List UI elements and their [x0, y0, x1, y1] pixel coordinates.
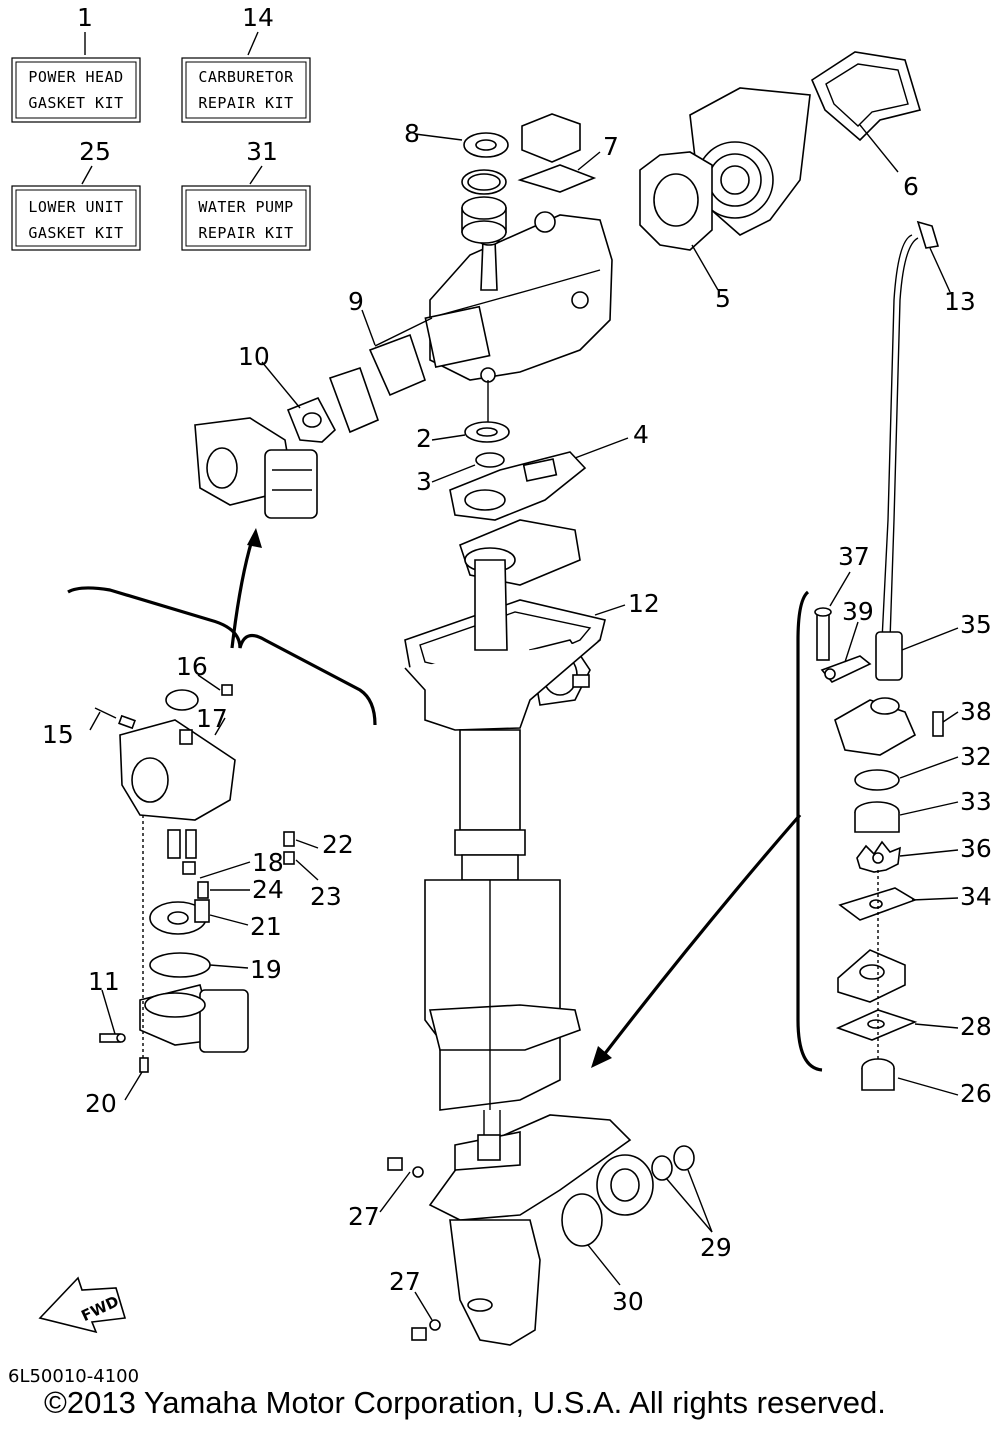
callout-11: 11: [88, 967, 120, 996]
kit-number: 1: [77, 3, 93, 32]
callout-32: 32: [960, 742, 992, 771]
kit-number: 14: [242, 3, 274, 32]
callout-13: 13: [944, 287, 976, 316]
copyright-notice: ©2013 Yamaha Motor Corporation, U.S.A. A…: [44, 1385, 886, 1420]
water-pump-group-bracket: [796, 590, 823, 1072]
callout-7: 7: [603, 132, 619, 161]
kit-label-line1: LOWER UNIT: [28, 198, 123, 216]
water-pump-detail: [814, 220, 944, 1091]
kit-label-line2: REPAIR KIT: [198, 224, 293, 242]
kit-number: 31: [246, 137, 278, 166]
callout-8: 8: [404, 119, 420, 148]
callout-27-lower: 27: [389, 1267, 421, 1296]
callout-6: 6: [903, 172, 919, 201]
callout-16: 16: [176, 652, 208, 681]
callout-24: 24: [252, 875, 284, 904]
carburetor-group-bracket: [67, 586, 377, 726]
kit-box-carburetor: 14 CARBURETOR REPAIR KIT: [181, 3, 311, 123]
kit-label-line1: WATER PUMP: [198, 198, 293, 216]
leader-lines: [89, 124, 959, 1321]
kit-number: 25: [79, 137, 111, 166]
callout-36: 36: [960, 834, 992, 863]
callout-5: 5: [715, 284, 731, 313]
callout-3: 3: [416, 467, 432, 496]
kit-box-water-pump: 31 WATER PUMP REPAIR KIT: [181, 137, 311, 251]
callout-9: 9: [348, 287, 364, 316]
callout-2: 2: [416, 424, 432, 453]
fwd-arrow-icon: FWD: [38, 1276, 127, 1334]
carburetor-group-arrow: [230, 539, 254, 649]
callout-20: 20: [85, 1089, 117, 1118]
callout-19: 19: [250, 955, 282, 984]
callout-10: 10: [238, 342, 270, 371]
callout-30: 30: [612, 1287, 644, 1316]
callout-21: 21: [250, 912, 282, 941]
kit-label-line2: GASKET KIT: [28, 224, 123, 242]
callout-37: 37: [838, 542, 870, 571]
callout-34: 34: [960, 882, 992, 911]
callout-22: 22: [322, 830, 354, 859]
kit-label-line2: GASKET KIT: [28, 94, 123, 112]
kit-box-power-head: 1 POWER HEAD GASKET KIT: [11, 3, 141, 123]
callout-35: 35: [960, 610, 992, 639]
callout-28: 28: [960, 1012, 992, 1041]
kit-box-lower-unit: 25 LOWER UNIT GASKET KIT: [11, 137, 141, 251]
callout-15: 15: [42, 720, 74, 749]
callout-17: 17: [196, 704, 228, 733]
callout-29: 29: [700, 1233, 732, 1262]
carburetor-detail: [94, 684, 295, 1073]
callout-23: 23: [310, 882, 342, 911]
callout-numbers: 8 7 6 5 13 9 10 2 3 4 12 37 39 35 38 32 …: [42, 119, 992, 1316]
washer-27-parts: [387, 1157, 441, 1341]
callout-38: 38: [960, 697, 992, 726]
carburetor-assembly: [194, 417, 318, 519]
callout-12: 12: [628, 589, 660, 618]
callout-26: 26: [960, 1079, 992, 1108]
document-code: 6L50010-4100: [8, 1366, 140, 1387]
power-head-assembly: [286, 51, 922, 521]
lower-unit-gearcase: [428, 1114, 695, 1346]
kit-label-line1: CARBURETOR: [198, 68, 294, 86]
driveshaft-housing: [404, 519, 606, 1140]
callout-27-upper: 27: [348, 1202, 380, 1231]
callout-4: 4: [633, 420, 649, 449]
water-pump-group-arrow: [598, 813, 802, 1061]
callout-39: 39: [842, 597, 874, 626]
callout-18: 18: [252, 848, 284, 877]
kit-label-line2: REPAIR KIT: [198, 94, 293, 112]
kit-label-line1: POWER HEAD: [28, 68, 123, 86]
callout-33: 33: [960, 787, 992, 816]
